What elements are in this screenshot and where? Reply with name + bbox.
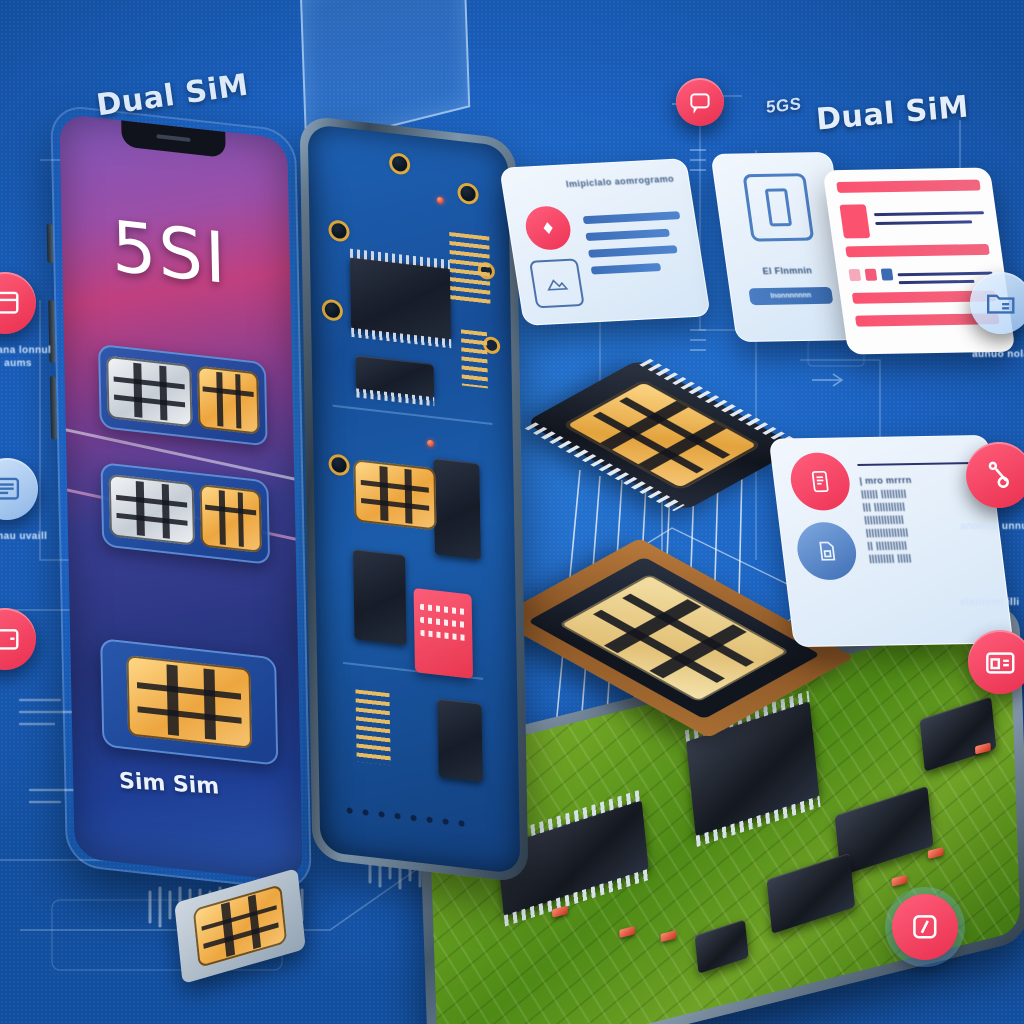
sim-chip-silver <box>106 355 193 428</box>
info-card-b-button[interactable]: Inonnnnnnn <box>748 286 834 306</box>
flash-ic <box>766 852 856 934</box>
info-card-a-title: Imipiclalo aomrogramo <box>565 173 675 190</box>
info-card-d-line: ||||||||| ||||| <box>868 552 913 564</box>
led-indicator <box>436 196 444 205</box>
badge-left-card-caption: anana lonnul aums <box>0 345 52 369</box>
id-card-icon-badge[interactable] <box>968 630 1024 694</box>
phone-internals-pcb[interactable] <box>299 114 529 884</box>
label-dual-sim-left: Dual SiM <box>94 67 251 124</box>
screen-footer-sim-sim: Sim Sim <box>118 768 221 800</box>
screw-hole <box>460 185 476 202</box>
badge-right-card-caption: elaniemi illi <box>960 597 1020 608</box>
screen-title-5si: 5SI <box>111 205 229 301</box>
screw-hole <box>331 222 347 240</box>
pmic <box>694 919 749 974</box>
chip-swatch <box>864 268 878 281</box>
blue-circuit-board <box>307 123 521 875</box>
rf-ic <box>919 696 997 772</box>
photo-icon <box>529 258 585 309</box>
phone-notch <box>121 120 226 158</box>
layers-icon-badge[interactable] <box>0 458 38 520</box>
info-card-a[interactable]: Imipiclalo aomrogramo <box>499 158 711 326</box>
phone-front-dual-sim[interactable]: 5SI <box>46 103 312 892</box>
sim-card-icon <box>742 173 815 242</box>
screw-hole <box>392 155 408 173</box>
info-card-b-title: El Flnmnin <box>761 265 813 277</box>
thumbnail-block <box>839 204 871 239</box>
sim-contact-die <box>561 379 763 491</box>
loose-sim-card[interactable] <box>174 867 306 985</box>
sim-slot-1[interactable] <box>97 343 268 447</box>
sim-contact-die <box>558 573 790 703</box>
gold-contact-pads <box>449 231 491 307</box>
capacitor <box>660 930 677 943</box>
gold-contact-pads <box>355 689 391 766</box>
capacitor <box>927 847 944 860</box>
sim-card-contacts <box>192 884 288 968</box>
badge-right-signal-caption: anoinni unnunm <box>960 521 1024 532</box>
badge-left-layers-caption: annau uvaill <box>0 531 48 542</box>
screw-hole <box>324 301 341 319</box>
chip-swatch <box>848 268 862 282</box>
memory-ic <box>433 458 481 560</box>
label-5gs: 5GS <box>766 94 802 117</box>
sim-slot-3[interactable] <box>100 638 279 766</box>
antenna-icon-badge[interactable] <box>966 442 1024 508</box>
label-dual-sim-right: Dual SiM <box>814 89 971 138</box>
sim-chip-gold <box>197 365 260 435</box>
sim-chip-gold-large <box>126 654 253 749</box>
phone-mute-button[interactable] <box>46 223 54 264</box>
sim-chip-silver <box>108 473 195 546</box>
document-icon-badge[interactable] <box>892 894 958 960</box>
gold-contact-pads <box>460 329 488 389</box>
screw-hole <box>331 456 347 474</box>
main-ic-chip <box>349 248 452 349</box>
capacitor <box>619 925 636 939</box>
chip-swatch <box>880 268 894 281</box>
modem-ic <box>437 698 483 782</box>
speaker-grill <box>346 807 465 827</box>
phone-screen[interactable]: 5SI <box>59 113 303 883</box>
wallet-icon-badge[interactable] <box>0 608 36 670</box>
secondary-ic <box>355 355 435 407</box>
sim-slot-2[interactable] <box>100 462 271 565</box>
capacitor <box>891 874 908 887</box>
folder-icon-badge[interactable] <box>970 272 1024 334</box>
diamond-icon <box>522 205 574 251</box>
info-card-d[interactable]: | mro mrrrn |||||| ||||||||| ||| |||||||… <box>768 434 1014 648</box>
pcb-pink-label <box>413 587 474 679</box>
sim-blue-icon <box>794 521 860 581</box>
led-indicator <box>426 439 435 448</box>
document-icon <box>787 452 853 511</box>
sim-chip-gold <box>199 484 262 553</box>
sim-chip-package-top <box>524 358 800 512</box>
phone-volume-down-button[interactable] <box>49 375 58 441</box>
card-icon-badge[interactable] <box>0 272 36 334</box>
chat-icon-badge[interactable] <box>676 78 724 126</box>
embedded-sim-chip <box>353 459 437 531</box>
shield-can <box>353 549 407 646</box>
